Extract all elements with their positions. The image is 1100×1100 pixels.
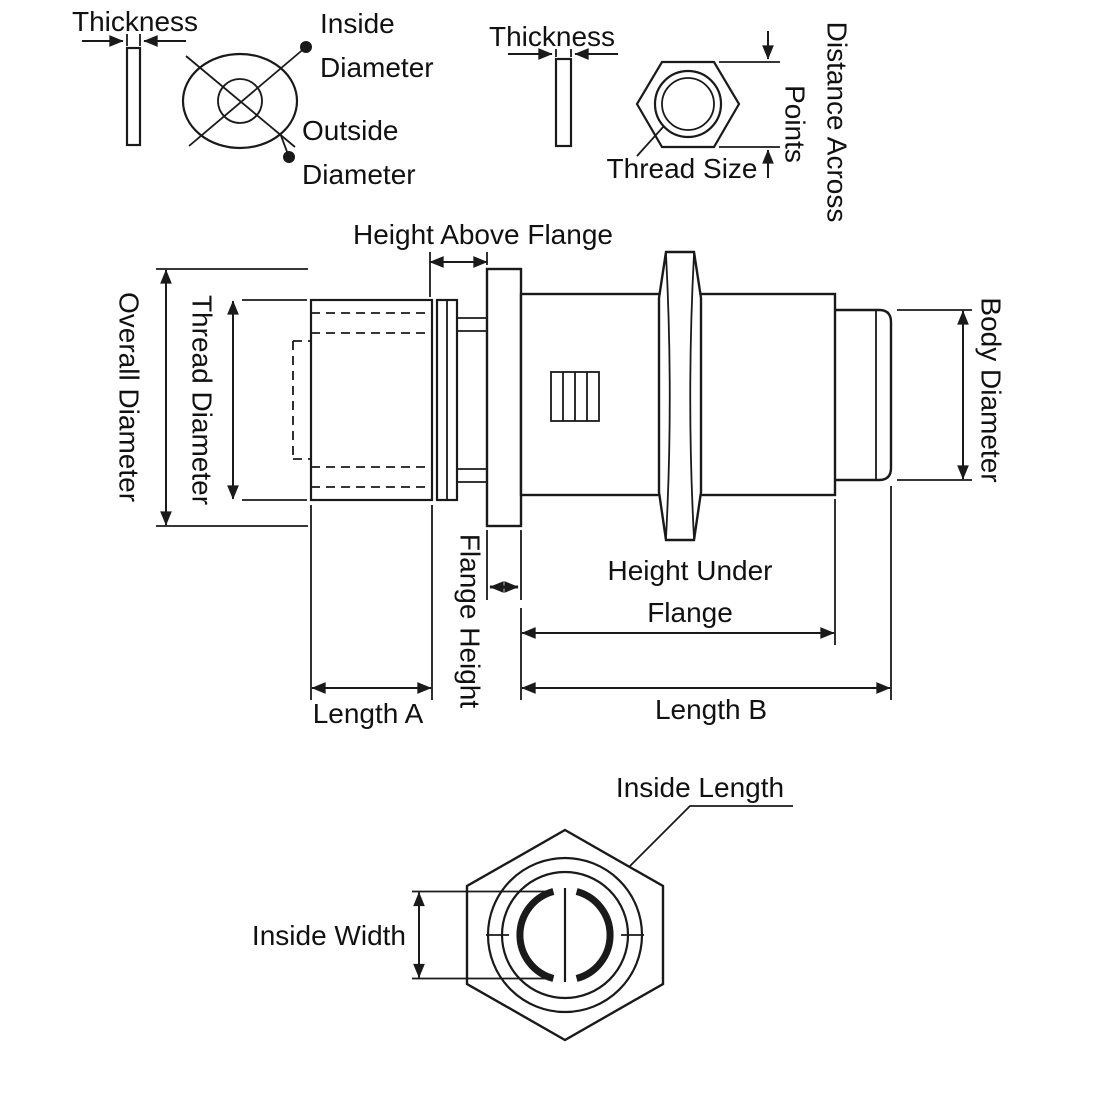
body-nut-facet-right xyxy=(689,253,695,539)
washer-side-view: Thickness xyxy=(72,6,198,147)
outside-diameter-leader-dot xyxy=(283,151,295,163)
nut-side-view: Thickness xyxy=(489,21,618,148)
flange-height-label: Flange Height xyxy=(455,534,486,709)
thread-diameter-label: Thread Diameter xyxy=(187,295,218,505)
washer-outer-ellipse xyxy=(181,52,299,150)
lock-front-view: Inside Length Inside Width xyxy=(252,772,793,1042)
inside-width-label: Inside Width xyxy=(252,920,406,951)
body-nut-profile xyxy=(657,250,703,542)
distance-across-points-label-line1: Distance Across xyxy=(822,22,853,223)
length-a-label: Length A xyxy=(313,698,424,729)
thread-section-outline xyxy=(309,298,434,502)
nut-front-view: Thread Size Distance Across Points xyxy=(607,22,853,223)
inside-diameter-leader-line xyxy=(188,46,307,147)
thread-size-leader-line xyxy=(636,125,665,157)
washer-edge-profile xyxy=(125,46,142,147)
nut-edge-profile xyxy=(554,57,573,148)
inside-diameter-label-line1: Inside xyxy=(320,8,395,39)
body-nut-facet-left xyxy=(665,253,671,539)
nut-thread-outer-circle xyxy=(653,69,723,139)
lock-side-view: Height Above Flange Overall Diameter Thr… xyxy=(114,219,1007,729)
outside-diameter-label-line1: Outside xyxy=(302,115,399,146)
nut-hexagon xyxy=(635,60,741,149)
outside-diameter-label-line2: Diameter xyxy=(302,159,416,190)
overall-diameter-label: Overall Diameter xyxy=(114,292,145,502)
cam-slot-arc-left xyxy=(516,888,555,982)
washer-inner-circle xyxy=(217,78,263,124)
inside-diameter-label-line2: Diameter xyxy=(320,52,434,83)
washer-front-view: Inside Diameter Outside Diameter xyxy=(181,8,434,190)
thread-size-label: Thread Size xyxy=(607,153,758,184)
height-under-flange-label-line2: Flange xyxy=(647,597,733,628)
flange xyxy=(485,267,523,528)
nut-thread-inner-circle xyxy=(661,77,715,131)
height-under-flange-label-line1: Height Under xyxy=(608,555,773,586)
inside-length-label: Inside Length xyxy=(616,772,784,803)
washer-thickness-label: Thickness xyxy=(72,6,198,37)
height-above-flange-label: Height Above Flange xyxy=(353,219,613,250)
nut-thickness-label: Thickness xyxy=(489,21,615,52)
length-b-label: Length B xyxy=(655,694,767,725)
inside-diameter-leader-dot xyxy=(300,41,312,53)
body-diameter-label: Body Diameter xyxy=(976,297,1007,482)
rear-step xyxy=(835,308,893,482)
cam-slot-arc-right xyxy=(575,888,614,982)
distance-across-points-label-line2: Points xyxy=(780,85,811,163)
